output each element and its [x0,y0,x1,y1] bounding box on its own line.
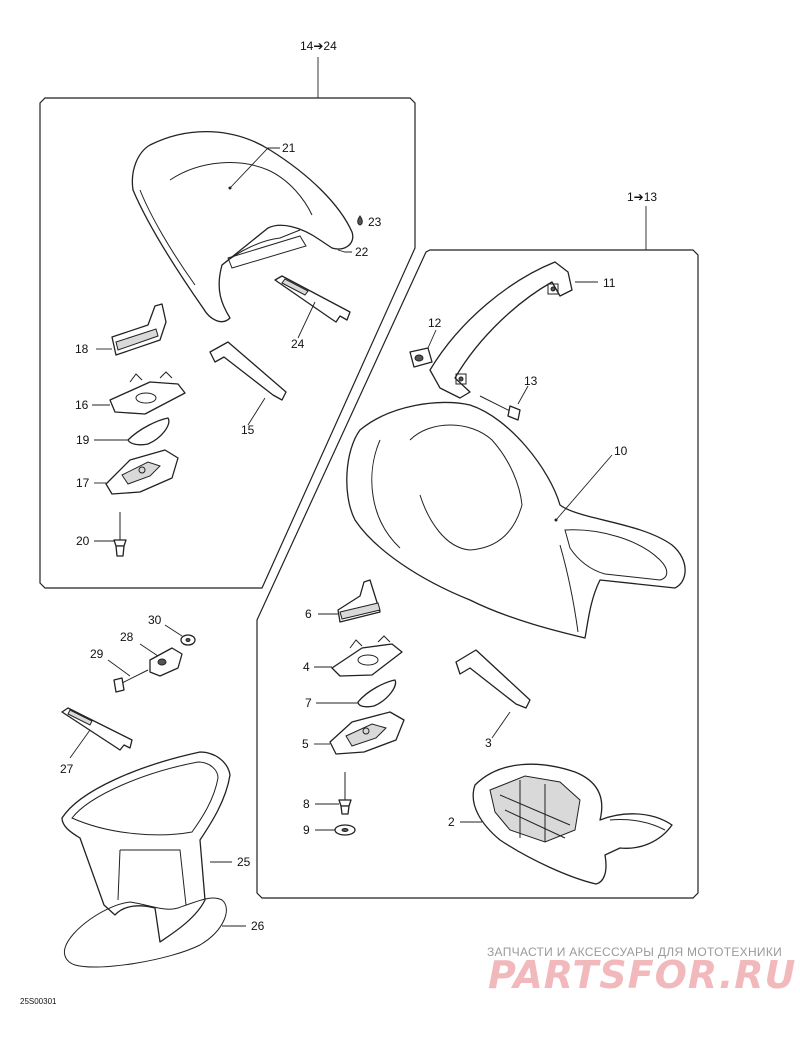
seal-drop-23: 23 [357,215,382,229]
group-label-rider: 1➔13 [627,190,657,204]
bracket-4: 4 [303,635,403,677]
label-25: 25 [237,855,251,869]
rider-seat-frame: 1➔13 [256,190,699,899]
screw-20: 20 [76,512,127,557]
drop-icon [357,215,363,226]
nut-12: 12 [409,316,442,368]
seat-base-2: 2 [448,763,673,885]
drawing-code: 25S00301 [20,997,57,1006]
bracket-16: 16 [75,371,186,415]
watermark-tagline: ЗАПЧАСТИ И АКСЕССУАРЫ ДЛЯ МОТОТЕХНИКИ [487,945,782,959]
label-23: 23 [368,215,382,229]
latch-plate-28: 28 [120,630,183,677]
label-24: 24 [291,337,305,351]
label-18: 18 [75,342,89,356]
label-29: 29 [90,647,104,661]
label-8: 8 [303,797,310,811]
label-22: 22 [355,245,369,259]
screw-13: 13 [479,374,538,421]
gasket-26: 26 [63,897,265,968]
label-17: 17 [76,476,90,490]
rider-seat-cushion-10: 10 [346,401,686,639]
lock-housing-17: 17 [76,449,179,495]
latch-6: 6 [305,579,381,623]
label-21: 21 [282,141,296,155]
label-5: 5 [302,737,309,751]
label-11: 11 [603,276,616,290]
label-12: 12 [428,316,442,330]
label-7: 7 [305,696,312,710]
label-26: 26 [251,919,265,933]
label-15: 15 [241,423,255,437]
grab-handle-11: 11 [429,261,616,399]
latch-18: 18 [75,303,167,356]
label-4: 4 [303,660,310,674]
label-3: 3 [485,736,492,750]
washer-9: 9 [303,823,356,837]
label-13: 13 [524,374,538,388]
screw-29: 29 [90,647,149,693]
label-19: 19 [76,433,90,447]
lock-housing-5: 5 [302,711,405,755]
storage-tray-25: 25 [61,751,251,943]
seat-bumper-22: 22 [337,245,369,259]
screw-8: 8 [303,772,352,815]
label-10: 10 [614,444,628,458]
strap-24: 24 [274,275,351,351]
label-28: 28 [120,630,134,644]
label-16: 16 [75,398,89,412]
label-6: 6 [305,607,312,621]
hex-key-3: 3 [455,649,531,750]
label-9: 9 [303,823,310,837]
hex-key-15: 15 [209,341,287,437]
group-label-passenger: 14➔24 [300,39,337,53]
gasket-19: 19 [76,417,170,447]
label-27: 27 [60,762,74,776]
passenger-seat-frame: 14➔24 [39,39,416,589]
label-30: 30 [148,613,162,627]
washer-30: 30 [148,613,196,646]
label-2: 2 [448,815,455,829]
watermark-logo: PARTSFOR.RU [488,953,796,997]
gasket-7: 7 [305,679,397,710]
passenger-seat-cushion: 21 [131,131,354,323]
strap-27: 27 [60,707,133,776]
label-20: 20 [76,534,90,548]
